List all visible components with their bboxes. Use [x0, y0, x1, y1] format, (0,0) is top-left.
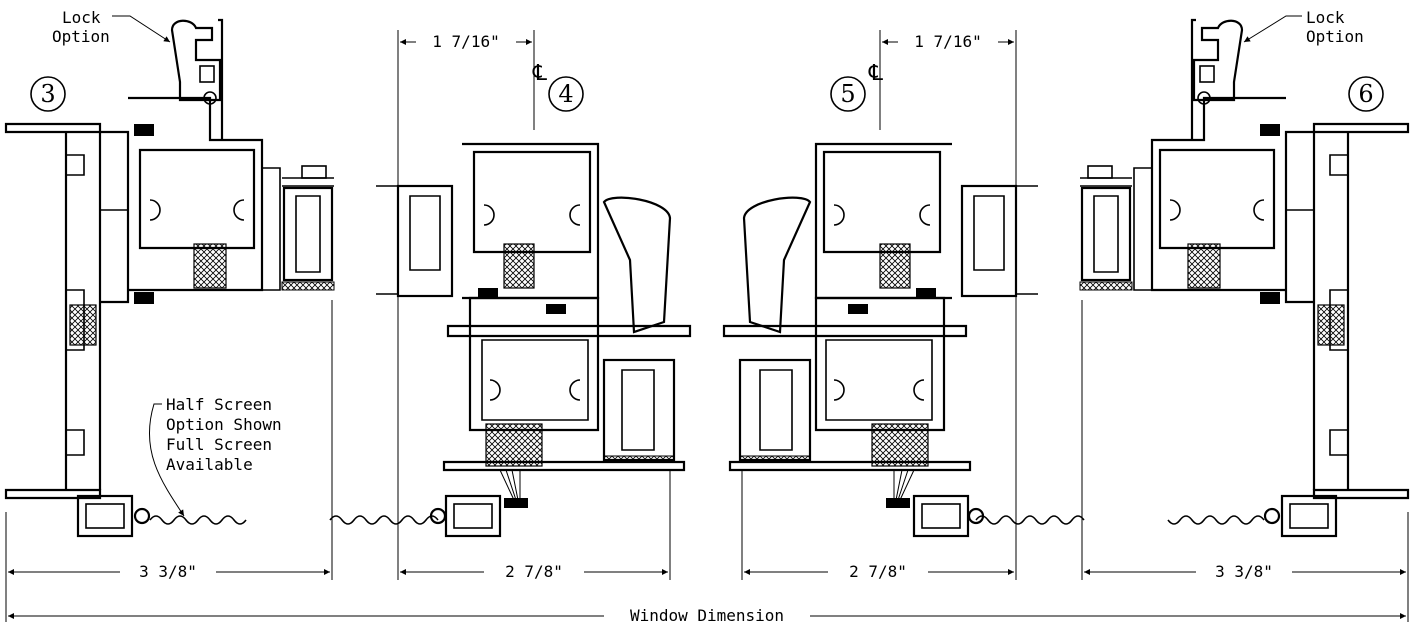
lock-option-callout-left: Lock Option: [52, 8, 171, 46]
top-dim-label-right: 1 7/16": [914, 32, 981, 51]
section-marker-6: 6: [1348, 76, 1384, 112]
sash-profile-3: [128, 96, 281, 304]
glazing-unit-3: [281, 165, 335, 291]
svg-text:4: 4: [558, 80, 573, 108]
svg-text:Available: Available: [166, 455, 253, 474]
dim-label-6: 3 3/8": [1215, 562, 1273, 581]
dim-label-3: 3 3/8": [139, 562, 197, 581]
svg-text:Half Screen: Half Screen: [166, 395, 272, 414]
overall-dimension: Window Dimension: [8, 606, 1406, 625]
jamb-frame-right: [1284, 122, 1410, 500]
window-dimension-label: Window Dimension: [630, 606, 784, 625]
right-half-profiles: [722, 18, 1410, 538]
bottom-dimensions: 3 3/8" 2 7/8" 2 7/8" 3 3/8": [8, 562, 1406, 581]
section-marker-4: 4: [548, 76, 584, 112]
glazing-unit-6: [1079, 165, 1133, 291]
dim-label-4: 2 7/8": [505, 562, 563, 581]
top-dimension-left: 1 7/16": [400, 32, 532, 51]
svg-text:Lock: Lock: [1306, 8, 1345, 27]
jamb-frame-left: [4, 122, 130, 500]
svg-text:Option: Option: [52, 27, 110, 46]
lock-hardware-right: [1190, 18, 1244, 140]
top-dimension-right: 1 7/16": [882, 32, 1014, 51]
dim-label-5: 2 7/8": [849, 562, 907, 581]
lock-hardware-left: [170, 18, 224, 140]
lock-option-callout-right: Lock Option: [1243, 8, 1364, 46]
screen-option-callout: Half Screen Option Shown Full Screen Ava…: [148, 395, 282, 517]
section-marker-3: 3: [30, 76, 66, 112]
sash-profile-6: [1133, 96, 1286, 304]
section-marker-5: 5: [830, 76, 866, 112]
screen-frame-left: [76, 494, 528, 538]
sash-profile-5: [722, 142, 1038, 501]
svg-text:5: 5: [840, 80, 855, 108]
top-dim-label-left: 1 7/16": [432, 32, 499, 51]
sash-profile-4: [376, 142, 692, 501]
svg-text:Full Screen: Full Screen: [166, 435, 272, 454]
centerline-symbol-left: ℄: [532, 61, 548, 86]
svg-text:Option: Option: [1306, 27, 1364, 46]
svg-text:3: 3: [40, 80, 55, 108]
extension-lines: [5, 30, 1409, 622]
left-half-profiles: [4, 18, 692, 538]
centerline-symbol-right: ℄: [868, 61, 884, 86]
screen-frame-right: [886, 494, 1338, 538]
svg-text:Lock: Lock: [62, 8, 101, 27]
svg-text:Option Shown: Option Shown: [166, 415, 282, 434]
svg-text:6: 6: [1358, 80, 1373, 108]
gasket-icon: [69, 304, 97, 346]
